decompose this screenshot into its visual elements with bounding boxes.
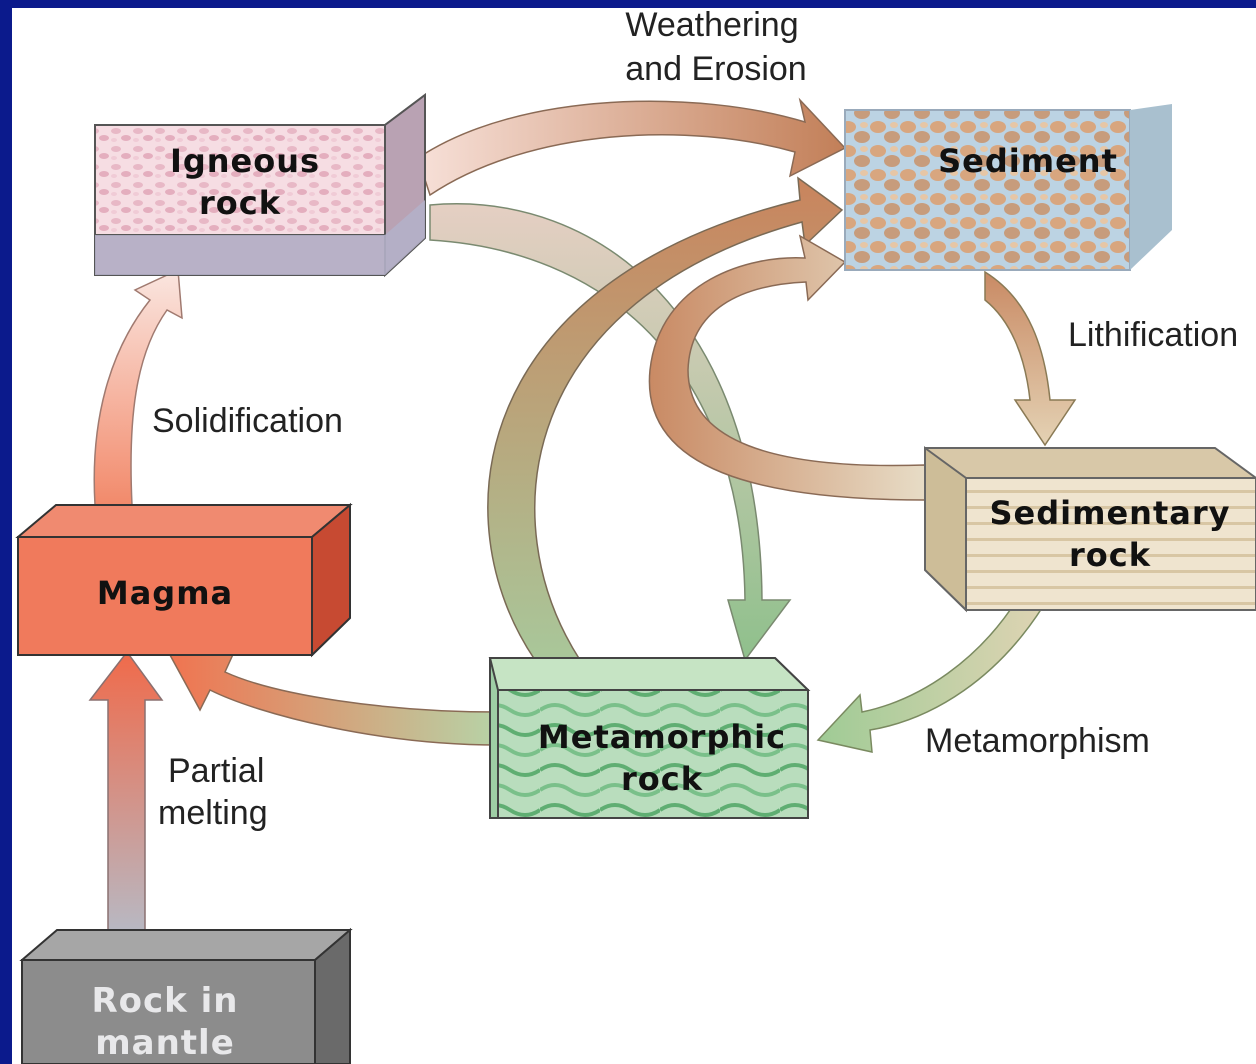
- weathering-label-2: and Erosion: [625, 50, 806, 88]
- arrow-lithification: [985, 272, 1075, 445]
- sediment-box: Sediment: [845, 104, 1172, 270]
- sedimentary-label-2: rock: [1069, 536, 1151, 574]
- mantle-label-1: Rock in: [91, 981, 238, 1021]
- igneous-rock-box: Igneous rock: [95, 95, 425, 275]
- magma-box: Magma: [18, 505, 350, 655]
- arrow-partial-melting: [90, 652, 162, 930]
- arrow-igneous-to-sediment: [418, 100, 845, 195]
- weathering-label-1: Weathering: [625, 6, 798, 44]
- igneous-label-2: rock: [199, 184, 281, 222]
- partial-melting-label-2: melting: [158, 794, 268, 832]
- metamorphic-label-2: rock: [621, 760, 703, 798]
- magma-label: Magma: [97, 574, 233, 612]
- solidification-label: Solidification: [152, 402, 343, 440]
- metamorphic-label-1: Metamorphic: [538, 718, 786, 756]
- metamorphism-label: Metamorphism: [925, 722, 1150, 760]
- sedimentary-label-1: Sedimentary: [990, 494, 1231, 532]
- partial-melting-label-1: Partial: [168, 752, 264, 790]
- mantle-label-2: mantle: [95, 1023, 235, 1063]
- mantle-rock-box: Rock in mantle: [22, 930, 350, 1064]
- igneous-label-1: Igneous: [170, 142, 320, 180]
- metamorphic-rock-box: Metamorphic rock: [490, 658, 808, 818]
- sedimentary-rock-box: Sedimentary rock: [925, 448, 1256, 610]
- sediment-label: Sediment: [938, 142, 1118, 180]
- lithification-label: Lithification: [1068, 316, 1238, 354]
- arrow-metamorphic-to-magma: [170, 650, 498, 745]
- arrow-solidification: [94, 270, 182, 505]
